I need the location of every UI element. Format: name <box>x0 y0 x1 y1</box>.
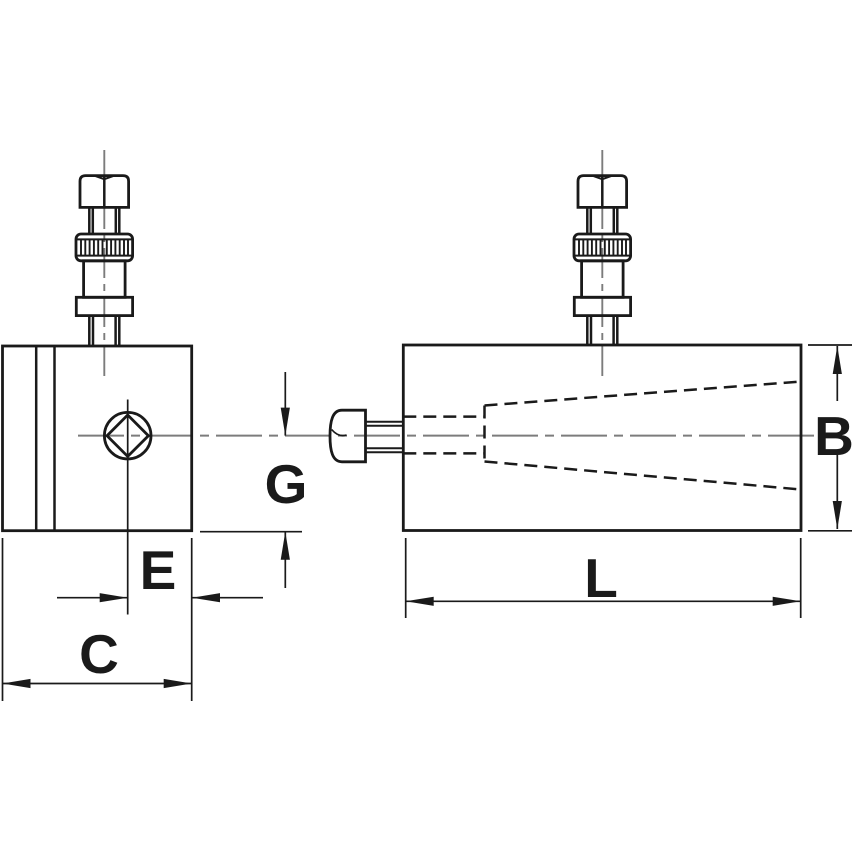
dim-g-arrow-top <box>280 407 290 436</box>
dim-label-b: B <box>814 405 854 467</box>
tool-hole-circle <box>102 411 153 461</box>
dim-l-arrow-right <box>772 596 801 606</box>
dim-e-arrow-left <box>99 593 128 603</box>
dimension-b: B <box>808 344 854 532</box>
hidden-taper-socket <box>403 380 802 491</box>
dim-c-arrow-left <box>2 678 31 689</box>
front-view-groove-lines <box>34 346 56 531</box>
front-view <box>1 344 194 615</box>
dim-b-arrow-bottom <box>832 501 842 529</box>
dimension-g: G <box>200 372 307 588</box>
taper-lower-hidden-line <box>484 460 802 491</box>
dim-l-arrow-left <box>405 596 434 606</box>
dimension-c: C <box>1 538 192 701</box>
dim-label-c: C <box>79 623 119 685</box>
dim-label-e: E <box>140 539 177 601</box>
dimension-e: E <box>57 538 263 701</box>
set-screw-head <box>328 408 367 464</box>
side-view <box>328 343 803 532</box>
taper-upper-hidden-line <box>484 380 802 407</box>
set-screw <box>328 408 404 464</box>
dim-g-arrow-bottom <box>280 531 290 560</box>
dim-b-arrow-top <box>832 346 842 374</box>
dim-label-g: G <box>265 453 308 515</box>
dimension-l: L <box>404 538 802 618</box>
front-view-block <box>1 344 194 533</box>
dim-c-arrow-right <box>163 678 192 689</box>
centerlines <box>78 150 814 437</box>
tool-hole-square-broach <box>105 413 151 459</box>
dim-e-arrow-right <box>192 593 220 603</box>
dim-label-l: L <box>584 547 618 609</box>
set-screw-head-contour <box>330 428 347 437</box>
side-view-block <box>401 343 803 532</box>
set-screw-threaded-shank <box>365 420 404 454</box>
